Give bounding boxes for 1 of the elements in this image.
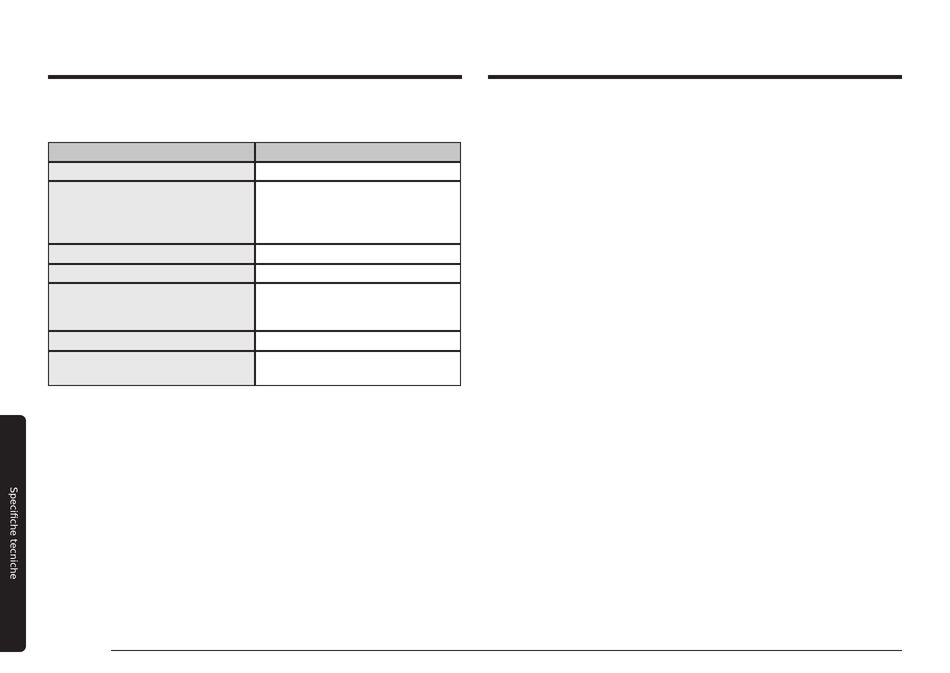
section-title: Specifiche tecniche bbox=[8, 487, 18, 580]
